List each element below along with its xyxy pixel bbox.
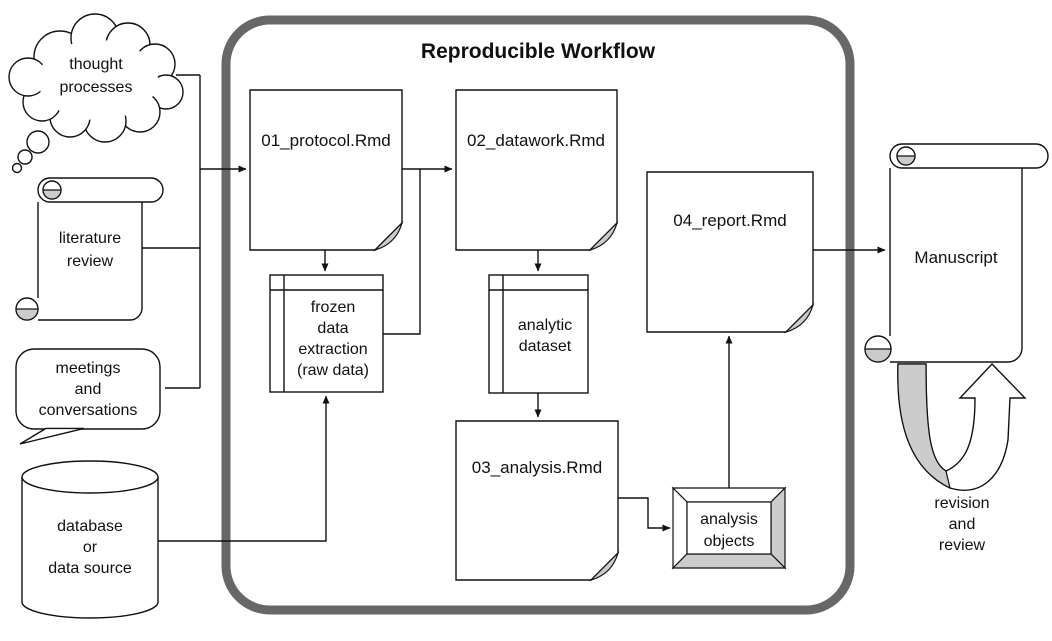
storage-box-rules bbox=[489, 275, 588, 393]
storage-box-rules bbox=[270, 275, 383, 392]
objects-label-line1: analysis bbox=[700, 511, 758, 528]
connector-database-to-frozen bbox=[158, 395, 330, 542]
protocol-document-shape: 01_protocol.Rmd bbox=[249, 89, 404, 252]
connector-frozen-junction bbox=[383, 169, 421, 335]
meetings-label-line2: and bbox=[75, 381, 102, 398]
database-label-line3: data source bbox=[48, 560, 132, 577]
literature-label-line1: literature bbox=[59, 230, 121, 247]
revision-label-line3: review bbox=[939, 537, 986, 554]
datawork-document-shape: 02_datawork.Rmd bbox=[455, 89, 619, 252]
storage-box bbox=[488, 274, 589, 394]
frozen-label-line3: extraction bbox=[298, 341, 367, 358]
manuscript-label: Manuscript bbox=[914, 248, 997, 267]
document-page bbox=[455, 89, 618, 251]
analytic-label-line2: dataset bbox=[519, 338, 572, 355]
report-label: 04_report.Rmd bbox=[673, 211, 786, 230]
analysis-document-shape: 03_analysis.Rmd bbox=[455, 420, 620, 582]
report-document-shape: 04_report.Rmd bbox=[646, 171, 815, 334]
document-page bbox=[249, 89, 403, 251]
connector-analysis-to-objects bbox=[618, 497, 671, 532]
objects-label-line2: objects bbox=[704, 533, 755, 550]
document-page bbox=[646, 171, 814, 333]
thought-cloud-shape: thought processes bbox=[8, 13, 184, 174]
speech-bubble bbox=[15, 348, 161, 430]
meetings-label-line3: conversations bbox=[39, 402, 138, 419]
meetings-label-line1: meetings bbox=[56, 360, 121, 377]
frozen-data-storage-shape: frozen data extraction (raw data) bbox=[269, 274, 384, 393]
literature-label-line2: review bbox=[67, 253, 114, 270]
scroll-top-roll bbox=[889, 143, 1049, 169]
revision-label-line2: and bbox=[949, 516, 976, 533]
document-fold bbox=[372, 220, 404, 252]
connectors bbox=[142, 74, 886, 542]
cylinder-top bbox=[21, 460, 159, 494]
frozen-label-line4: (raw data) bbox=[297, 362, 369, 379]
revision-loop-arrow: revision and review bbox=[897, 362, 1027, 554]
scroll-body bbox=[37, 202, 143, 321]
datawork-label: 02_datawork.Rmd bbox=[467, 131, 605, 150]
analysis-label: 03_analysis.Rmd bbox=[472, 458, 602, 477]
protocol-label: 01_protocol.Rmd bbox=[261, 131, 390, 150]
manuscript-scroll-shape: Manuscript bbox=[864, 143, 1049, 363]
reproducible-workflow-frame bbox=[221, 15, 855, 615]
scroll-top-roll bbox=[37, 177, 164, 203]
frozen-label-line1: frozen bbox=[311, 299, 355, 316]
analytic-label-line1: analytic bbox=[518, 317, 572, 334]
scroll-body bbox=[889, 168, 1023, 363]
document-fold bbox=[783, 302, 815, 334]
meetings-bubble-shape: meetings and conversations bbox=[15, 348, 161, 445]
bevel-top-face bbox=[671, 487, 787, 503]
thought-label-line2: processes bbox=[60, 79, 133, 96]
document-page bbox=[455, 420, 619, 581]
analysis-objects-shape: analysis objects bbox=[671, 486, 787, 570]
cloud-icon bbox=[8, 13, 184, 174]
database-label-line1: database bbox=[57, 518, 123, 535]
diagram-title: Reproducible Workflow bbox=[421, 40, 656, 63]
document-fold bbox=[587, 220, 619, 252]
thought-label-line1: thought bbox=[69, 56, 123, 73]
scroll-top-curl-shade bbox=[42, 189, 62, 200]
bevel-inner-panel bbox=[686, 501, 772, 555]
database-cylinder-shape: database or data source bbox=[21, 460, 159, 619]
loop-arrow-shade bbox=[897, 363, 951, 490]
scroll-bottom-curl-shade bbox=[864, 348, 892, 363]
literature-scroll-shape: literature review bbox=[15, 177, 164, 321]
storage-box bbox=[269, 274, 384, 393]
frozen-label-line2: data bbox=[317, 320, 348, 337]
revision-label-line1: revision bbox=[934, 495, 989, 512]
scroll-top-curl-shade bbox=[896, 155, 916, 166]
database-label-line2: or bbox=[83, 539, 98, 556]
speech-bubble-tail bbox=[19, 427, 85, 445]
bevel-bottom-face bbox=[671, 553, 787, 569]
cylinder-body bbox=[21, 477, 159, 619]
analytic-dataset-storage-shape: analytic dataset bbox=[488, 274, 589, 394]
document-fold bbox=[588, 550, 620, 582]
scroll-bottom-curl-shade bbox=[15, 308, 39, 321]
